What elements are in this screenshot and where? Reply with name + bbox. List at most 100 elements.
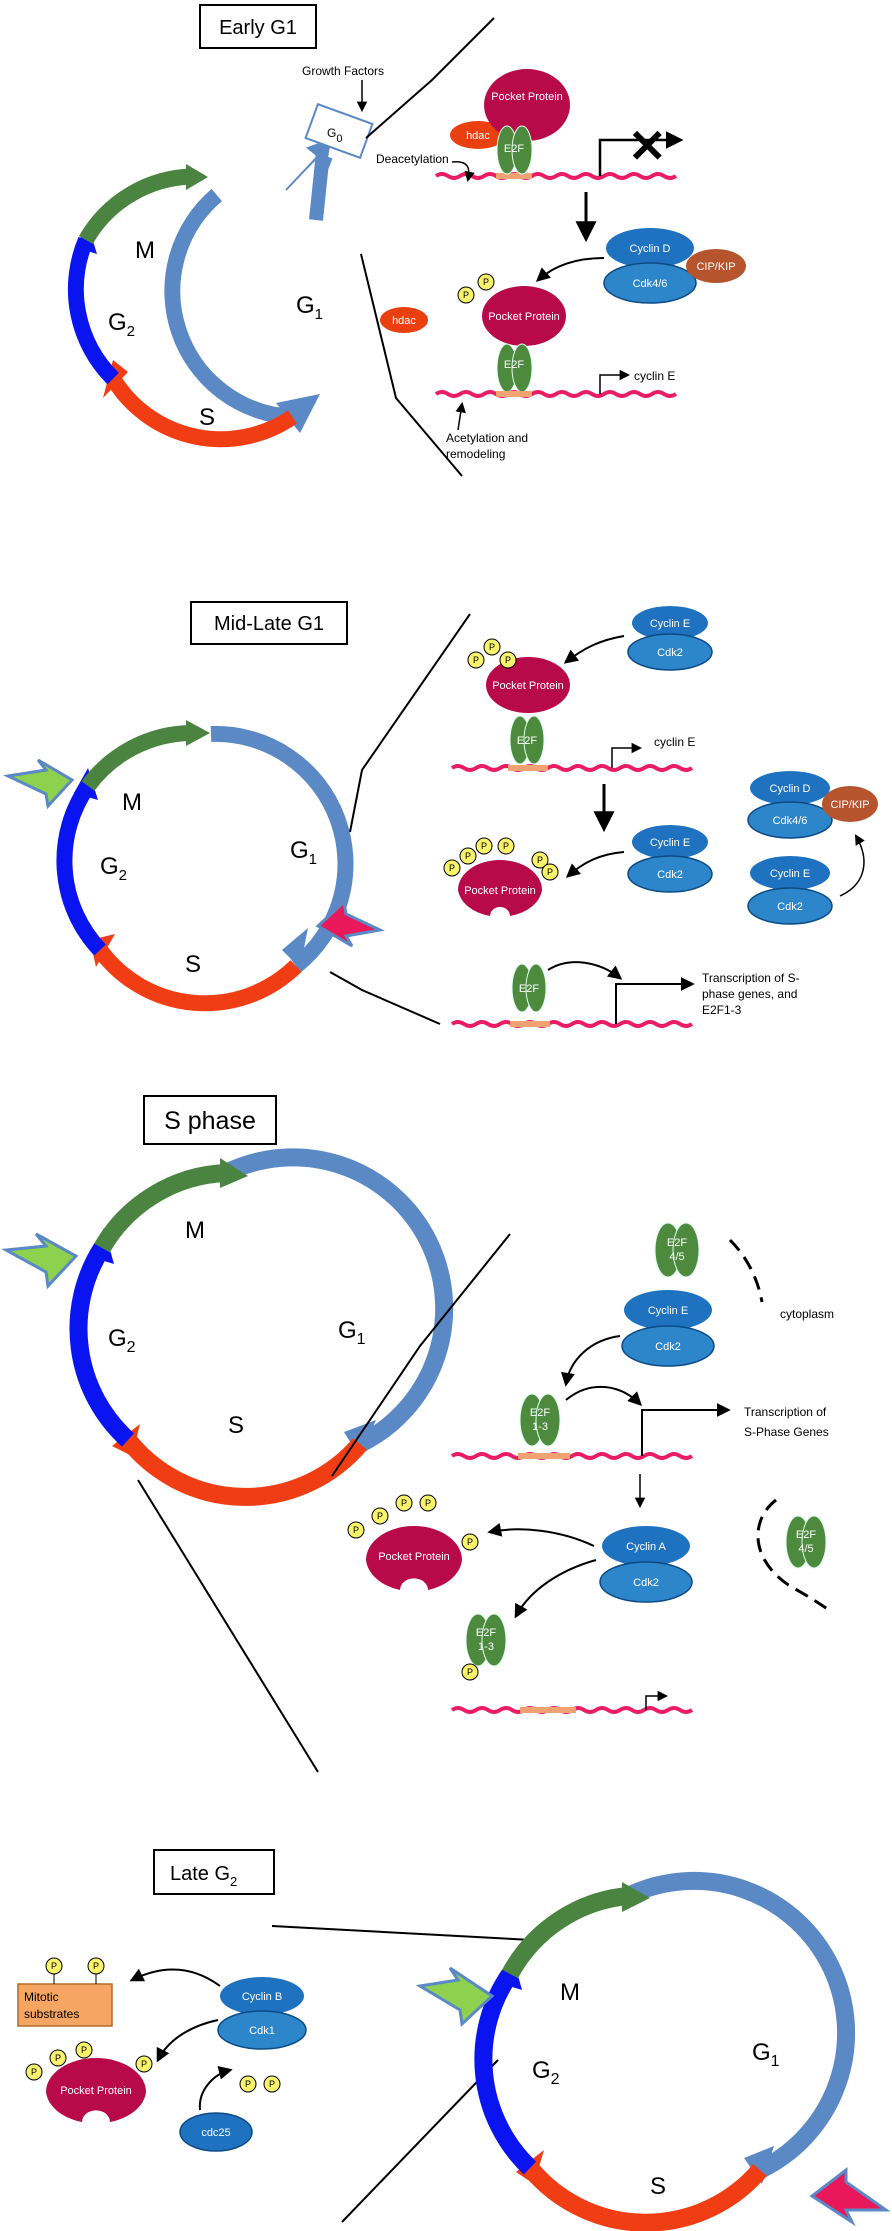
repressed-promoter-arrow — [598, 131, 684, 176]
e2f13-dimer-1 — [519, 1393, 561, 1447]
cdk1 — [217, 2010, 307, 2050]
cyclin-b-action-arrow-1 — [129, 1968, 221, 1987]
m-arrowhead — [186, 164, 208, 190]
pocket-protein-3 — [366, 1526, 462, 1590]
cdk2-2c — [747, 887, 833, 925]
s-label-2: S — [185, 951, 201, 978]
cdc25-action-arrow — [198, 2065, 233, 2111]
g1-arc-4 — [624, 1871, 856, 2179]
cyclin-d-2 — [750, 771, 830, 805]
cyclin-e-action-arrow-1 — [563, 635, 625, 664]
nuclear-membrane-1 — [728, 1238, 764, 1303]
phospho-group-2a: P P P — [467, 638, 517, 669]
cyclin-b-label: Cyclin B — [242, 1991, 282, 2003]
cell-cycle-ring-1: M G2 G1 S — [67, 138, 333, 448]
cdk2-2a — [627, 633, 713, 671]
hdac-free-text: hdac — [392, 315, 416, 327]
m-label: M — [135, 237, 155, 264]
pocket-protein-4 — [46, 2058, 146, 2122]
hdac-label: hdac — [466, 130, 490, 142]
g2-arc-4 — [474, 1968, 537, 2175]
g1-arc-3 — [222, 1148, 454, 1453]
svg-text:P: P — [401, 1498, 407, 1508]
pocket-protein-1 — [484, 69, 570, 141]
pocket-protein-1-label: Pocket Protein — [491, 91, 563, 103]
e2f45-1-num: 4/5 — [669, 1251, 684, 1263]
cdk2-3-label: Cdk2 — [655, 1341, 681, 1353]
cipkip-2-label: CIP/KIP — [830, 799, 869, 811]
e2f-dimer-2c — [511, 963, 547, 1013]
e2f-2-label: E2F — [504, 359, 524, 371]
cdk2-2b-label: Cdk2 — [657, 869, 683, 881]
m-arc-2 — [81, 725, 192, 791]
g2-label-4: G2 — [532, 2057, 560, 2088]
cdk1-label: Cdk1 — [249, 2025, 275, 2037]
e2f13-1-num: 1-3 — [532, 1421, 548, 1433]
green-pointer-3 — [1, 1232, 79, 1290]
transcription-label-2-l1: Transcription of S- — [702, 971, 800, 985]
g0-entry-arrow — [309, 152, 333, 221]
svg-text:P: P — [465, 851, 471, 861]
e2f-site-1 — [496, 173, 532, 179]
dna-strand-2c — [450, 1020, 694, 1028]
svg-text:P: P — [269, 2079, 275, 2089]
phospho-e2f13 — [461, 1663, 479, 1681]
e2f-1-label: E2F — [504, 143, 524, 155]
phospho-e2f13-label: P — [467, 1667, 473, 1677]
cipkip-1-label: CIP/KIP — [696, 261, 735, 273]
green-pointer-2 — [2, 758, 75, 810]
acetylation-label: Acetylation and — [446, 431, 528, 445]
transcription-label-2-l3: E2F1-3 — [702, 1003, 742, 1017]
e2f-2a-label: E2F — [517, 735, 537, 747]
svg-text:P: P — [55, 2053, 61, 2063]
g2-arc-2 — [56, 781, 106, 956]
e2f13-activation-arrow — [565, 1386, 642, 1406]
e2f13-dimer-2 — [465, 1613, 507, 1667]
cdk2-3 — [621, 1325, 715, 1367]
cyclin-e-3-label: Cyclin E — [648, 1305, 688, 1317]
zoom-line-bottom-4 — [341, 2059, 499, 2223]
mitotic-substrates-l2: substrates — [24, 2007, 79, 2021]
g0-label: G0 — [327, 126, 342, 145]
pink-pointer-4 — [809, 2166, 891, 2227]
panel-early-g1: Early G1 M G2 G1 S G0 Growth Factors — [67, 4, 746, 477]
cyclin-d-action-arrow — [535, 257, 605, 282]
pocket-protein-4-label: Pocket Protein — [60, 2085, 132, 2097]
cdk2-3b — [599, 1561, 693, 1603]
pocket-protein-2 — [482, 286, 566, 346]
s-arc — [106, 374, 297, 448]
deacetylation-arrow — [451, 161, 475, 183]
hdac-enzyme — [450, 121, 506, 149]
cdc25-label: cdc25 — [201, 2127, 230, 2139]
e2f-dimer-2a — [509, 715, 545, 765]
cdc25 — [179, 2112, 253, 2152]
panel2-title-box — [190, 601, 348, 645]
m-label-3: M — [185, 1217, 205, 1244]
cyclin-d-1-label: Cyclin D — [630, 243, 671, 255]
cyclin-e-2b — [632, 825, 708, 859]
cyclin-e-2c-label: Cyclin E — [770, 868, 810, 880]
cyclin-d-1 — [606, 228, 694, 268]
e2f45-1-label: E2F — [667, 1237, 687, 1249]
g1-label-2: G1 — [290, 837, 317, 868]
svg-text:P: P — [473, 655, 479, 665]
s-arc-4 — [523, 2162, 767, 2231]
cell-cycle-ring-3: M G2 G1 S — [69, 1148, 454, 1506]
e2f-site-3b — [520, 1707, 576, 1713]
g1-label: G1 — [296, 292, 323, 323]
cyclin-e-2b-label: Cyclin E — [650, 837, 690, 849]
svg-text:P: P — [463, 290, 469, 300]
cdk2-2c-label: Cdk2 — [777, 901, 803, 913]
phospho-group-4c: P P — [239, 2075, 281, 2093]
cyclin-e-promoter-arrow-2 — [611, 742, 643, 768]
cyclin-e-gene-label-2: cyclin E — [654, 735, 695, 749]
s-arrowhead — [103, 360, 128, 398]
block-cross-icon: ✕ — [628, 120, 667, 172]
panel4-title-box — [153, 1849, 275, 1895]
deacetylation-label: Deacetylation — [376, 152, 449, 166]
m-arc — [78, 168, 194, 245]
svg-text:P: P — [547, 867, 553, 877]
s-label-4: S — [650, 2173, 666, 2200]
e2f-site-2c — [510, 1021, 550, 1027]
